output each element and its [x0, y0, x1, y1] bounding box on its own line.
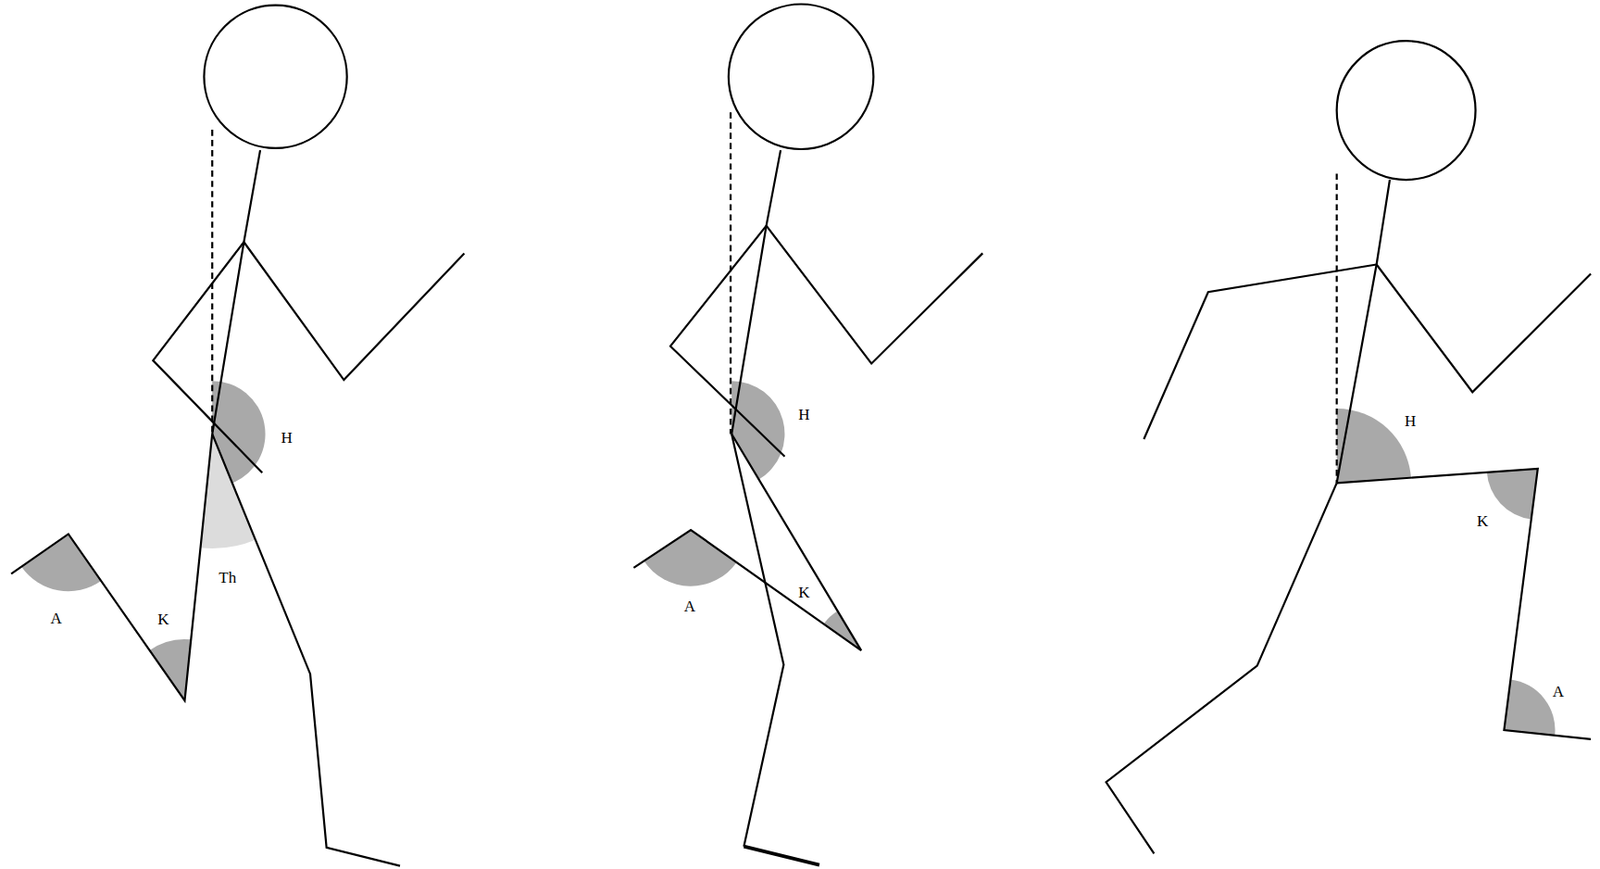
- angle-label: K: [1476, 512, 1488, 529]
- vertical-reference: [729, 112, 732, 434]
- angle-wedge: [824, 611, 863, 651]
- head: [1337, 40, 1476, 180]
- foot: [743, 846, 820, 865]
- head: [203, 5, 347, 149]
- angle-wedge: [1487, 468, 1538, 520]
- angle-label: A: [50, 609, 62, 625]
- angle-wedge: [644, 529, 738, 587]
- trunk: [731, 150, 781, 434]
- angle-label: H: [798, 406, 810, 423]
- leg: [1106, 482, 1338, 853]
- angle-label: K: [798, 584, 810, 600]
- leg: [11, 433, 213, 700]
- leg: [633, 433, 862, 650]
- angle-label: H: [1404, 412, 1416, 429]
- arm: [670, 225, 785, 457]
- leg: [1337, 468, 1591, 739]
- angle-label: Th: [218, 568, 237, 585]
- trunk: [1337, 179, 1390, 483]
- arm: [1376, 264, 1591, 393]
- angle-label: A: [684, 597, 696, 613]
- trunk: [212, 150, 261, 434]
- vertical-reference: [1336, 173, 1338, 483]
- arm: [152, 241, 263, 473]
- angle-label: K: [157, 610, 169, 626]
- leg: [731, 433, 784, 846]
- arm: [1143, 264, 1376, 439]
- leg: [212, 433, 400, 865]
- arm: [243, 241, 464, 380]
- angle-wedges: [21, 380, 1555, 736]
- angle-label: A: [1552, 683, 1564, 700]
- arm: [766, 225, 984, 364]
- angle-wedge: [1503, 678, 1555, 735]
- angle-label: H: [281, 428, 293, 445]
- stick-figures: [11, 3, 1591, 865]
- head: [728, 3, 874, 149]
